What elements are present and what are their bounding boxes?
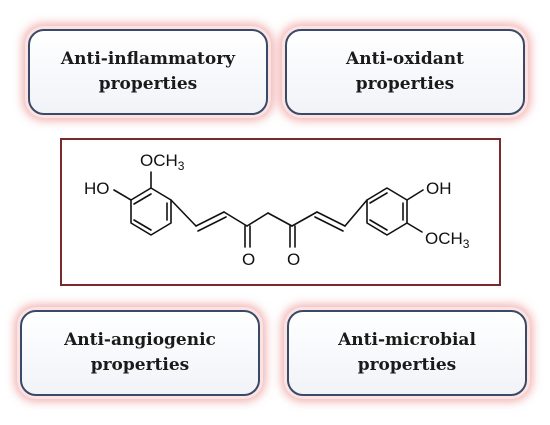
curcumin-structure-frame: HO OCH3 O O OH OCH3 — [60, 138, 501, 286]
chain-bond — [246, 212, 269, 227]
anti-inflammatory-label: Anti-inflammatory properties — [60, 49, 236, 94]
curcumin-structure: HO OCH3 O O OH OCH3 — [84, 151, 470, 269]
chain-bond — [291, 211, 318, 227]
left-methoxy-label: OCH3 — [140, 151, 185, 173]
left-ring-double-bond — [133, 219, 152, 231]
right-hydroxyl-label: OH — [426, 179, 452, 198]
left-benzene-ring — [130, 187, 172, 236]
right-benzene-ring — [366, 187, 408, 236]
right-ring-double-bond — [369, 219, 388, 231]
chain-bond — [170, 199, 197, 227]
left-hydroxyl-label: HO — [84, 179, 110, 198]
chain-double-bond — [314, 216, 344, 232]
right-methoxy-bond — [406, 222, 423, 233]
left-hydroxyl-bond — [113, 189, 132, 201]
anti-oxidant-box: Anti-oxidant properties — [285, 29, 525, 115]
anti-microbial-box: Anti-microbial properties — [287, 310, 527, 396]
chain-bond — [267, 212, 293, 227]
right-hydroxyl-bond — [406, 189, 424, 201]
chain-bond — [223, 211, 248, 227]
chain-bond — [195, 211, 225, 227]
anti-microbial-label: Anti-microbial properties — [338, 330, 476, 375]
anti-oxidant-label: Anti-oxidant properties — [346, 49, 464, 94]
left-ring-double-bond — [133, 193, 152, 205]
chain-double-bond — [197, 216, 227, 232]
right-ring-double-bond — [369, 192, 388, 204]
chain-bond — [316, 211, 346, 227]
right-methoxy-label: OCH3 — [425, 229, 470, 251]
anti-angiogenic-label: Anti-angiogenic properties — [64, 330, 216, 375]
anti-angiogenic-box: Anti-angiogenic properties — [20, 310, 260, 396]
carbonyl-oxygen-2: O — [287, 250, 300, 269]
carbonyl-oxygen-1: O — [242, 250, 255, 269]
anti-inflammatory-box: Anti-inflammatory properties — [28, 29, 268, 115]
chain-bond — [344, 199, 368, 227]
